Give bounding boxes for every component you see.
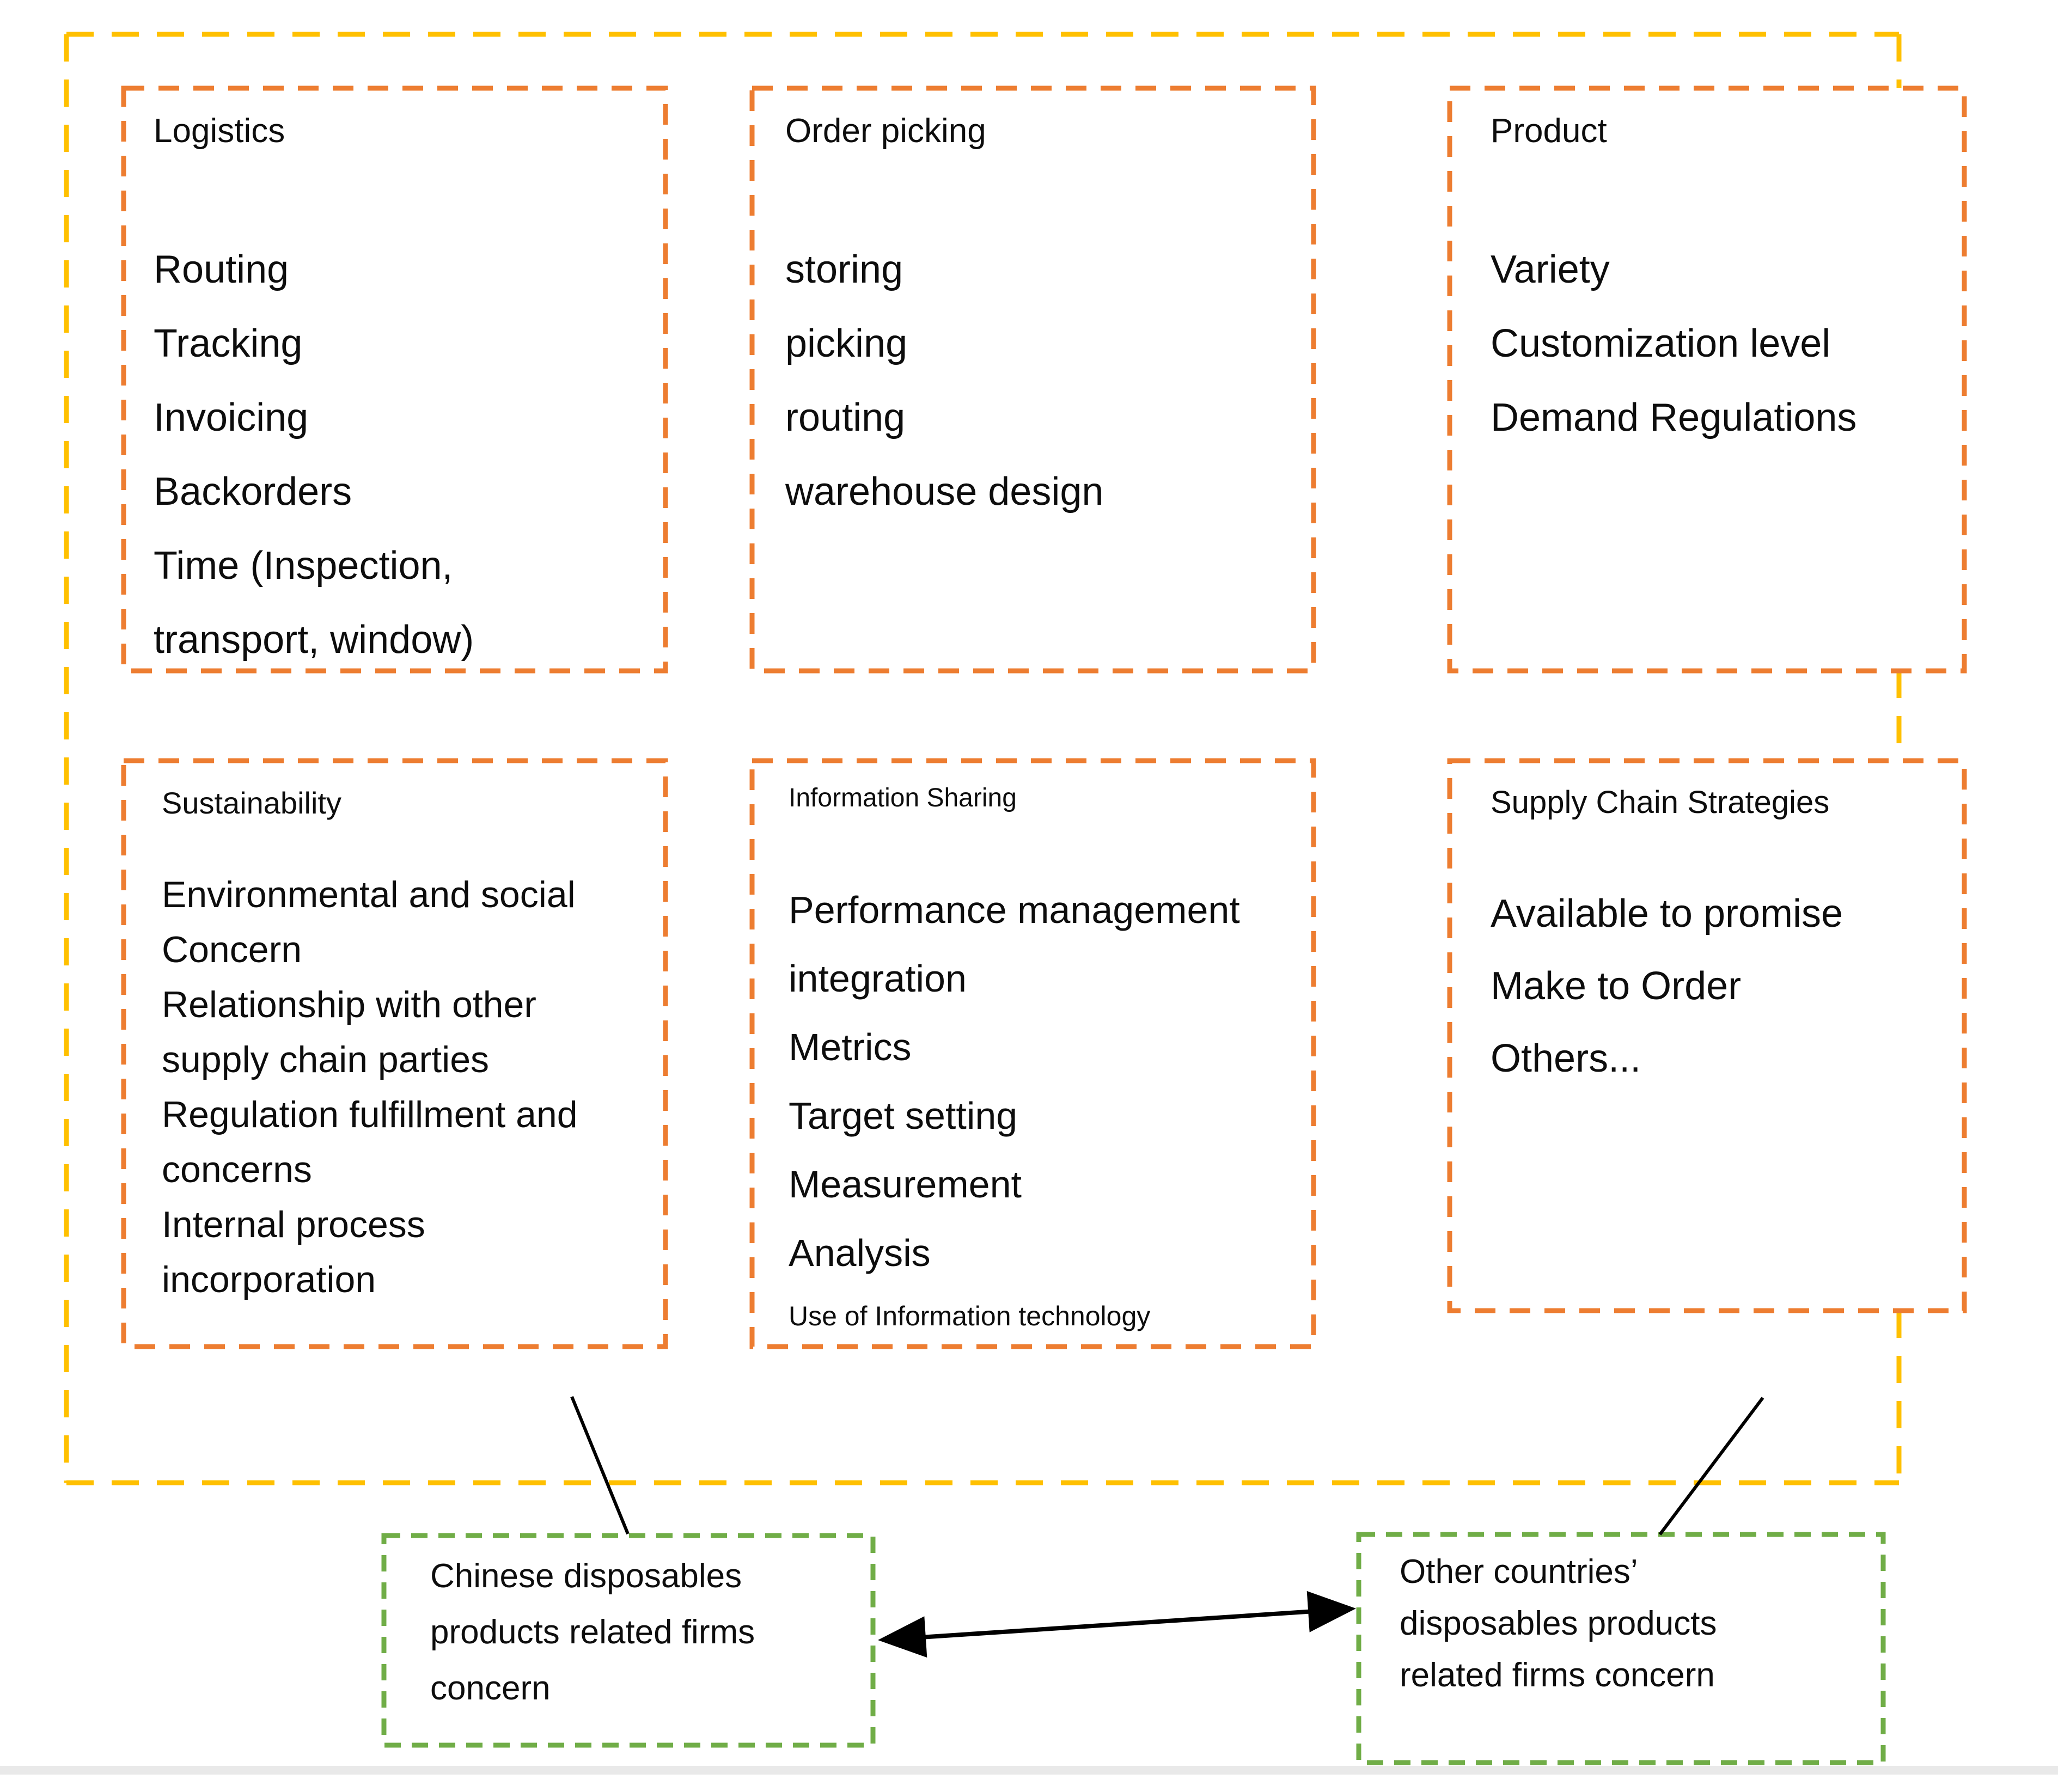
box-line: Environmental and social — [162, 874, 576, 915]
topic-box-outline-sustainability — [121, 758, 668, 1349]
arrowhead-left-icon — [878, 1616, 927, 1658]
connector-line-strategies-to-other-countries — [1658, 1397, 1764, 1536]
box-line: picking — [785, 322, 908, 365]
box-line: integration — [789, 957, 967, 1000]
box-line: Make to Order — [1491, 964, 1742, 1008]
box-line: warehouse design — [785, 470, 1104, 513]
entity-box-outline-chinese-firms — [381, 1533, 876, 1748]
box-line: incorporation — [162, 1259, 376, 1300]
box-lines-order-picking: storing picking routing warehouse design — [785, 248, 1103, 544]
topic-box-outline-product — [1447, 85, 1967, 674]
box-footnote-information-sharing: Use of Information technology — [789, 1301, 1151, 1331]
box-lines-supply-chain-strategies: Available to promise Make to Order Other… — [1491, 892, 1843, 1109]
box-line: Backorders — [154, 470, 352, 513]
entity-line: related firms concern — [1400, 1656, 1715, 1694]
box-title-product: Product — [1491, 112, 1607, 150]
box-line: transport, window) — [154, 618, 474, 662]
box-title-supply-chain-strategies: Supply Chain Strategies — [1491, 785, 1830, 820]
box-line: Time (Inspection, — [154, 544, 453, 588]
box-lines-sustainability: Environmental and social Concern Relatio… — [162, 874, 578, 1314]
entity-box-other-countries-firms: Other countries’ disposables products re… — [1400, 1553, 1717, 1708]
box-line: Tracking — [154, 322, 303, 365]
topic-box-outline-supply-chain-strategies — [1447, 758, 1967, 1313]
entity-box-chinese-firms: Chinese disposables products related fir… — [430, 1557, 755, 1726]
topic-box-outline-information-sharing — [749, 758, 1316, 1349]
entity-line: Chinese disposables — [430, 1557, 742, 1595]
box-line: Routing — [154, 248, 289, 291]
footer-strip — [0, 1766, 2058, 1775]
box-line: Variety — [1491, 248, 1610, 291]
box-line: Target setting — [789, 1094, 1018, 1137]
box-line: Measurement — [789, 1163, 1022, 1206]
entity-box-outline-other-countries-firms — [1356, 1532, 1886, 1765]
connector-line-sustainability-to-chinese — [570, 1396, 630, 1535]
arrowhead-right-icon — [1306, 1591, 1356, 1632]
box-lines-product: Variety Customization level Demand Regul… — [1491, 248, 1857, 470]
box-lines-information-sharing: Performance management integration Metri… — [789, 889, 1240, 1300]
box-line: routing — [785, 396, 906, 439]
box-title-order-picking: Order picking — [785, 112, 986, 150]
box-line: Relationship with other — [162, 984, 536, 1025]
box-title-sustainability: Sustainability — [162, 786, 341, 820]
box-line: Metrics — [789, 1026, 912, 1068]
box-line: supply chain parties — [162, 1039, 490, 1080]
box-line: storing — [785, 248, 903, 291]
box-line: Concern — [162, 929, 302, 970]
topic-box-outline-logistics — [121, 85, 668, 674]
box-line: Others... — [1491, 1037, 1641, 1080]
box-line: Invoicing — [154, 396, 309, 439]
bidirectional-arrow-shaft — [903, 1608, 1332, 1641]
entity-line: products related firms — [430, 1613, 755, 1651]
box-line: Performance management — [789, 889, 1240, 931]
box-line: concerns — [162, 1149, 312, 1190]
entity-line: disposables products — [1400, 1605, 1717, 1642]
box-line: Internal process — [162, 1204, 425, 1245]
entity-line: concern — [430, 1669, 551, 1707]
box-title-information-sharing: Information Sharing — [789, 784, 1017, 812]
box-line: Customization level — [1491, 322, 1831, 365]
box-title-logistics: Logistics — [154, 112, 285, 150]
box-line: Available to promise — [1491, 892, 1843, 935]
topic-box-outline-order-picking — [749, 85, 1316, 674]
box-line: Demand Regulations — [1491, 396, 1857, 439]
box-line: Regulation fulfillment and — [162, 1094, 578, 1135]
box-line: Analysis — [789, 1232, 931, 1274]
box-lines-logistics: Routing Tracking Invoicing Backorders Ti… — [154, 248, 474, 692]
entity-line: Other countries’ — [1400, 1553, 1638, 1591]
